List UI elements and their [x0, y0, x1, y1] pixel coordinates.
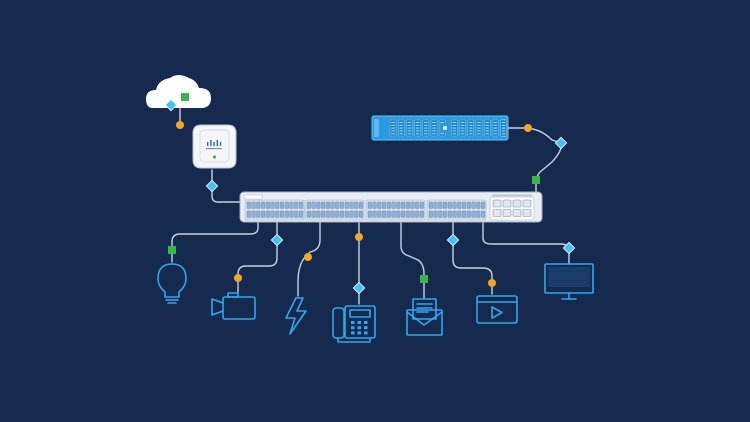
- light-bulb-icon: [157, 263, 187, 304]
- server-icon: [371, 115, 509, 141]
- server-diamond-marker: [554, 136, 568, 150]
- envelope-icon: [406, 298, 443, 336]
- phone-dot-marker: [355, 233, 363, 241]
- switch-to-camera-line: [237, 221, 278, 293]
- monitor-icon: [544, 263, 594, 300]
- phone-diamond-marker: [352, 281, 366, 295]
- port-block-4: [426, 199, 487, 221]
- bulb-square-marker: [168, 246, 176, 254]
- monitor-diamond-marker: [562, 241, 576, 255]
- switch-to-email-line: [400, 221, 425, 299]
- server-dot-marker: [524, 124, 532, 132]
- switch-icon: [239, 191, 543, 223]
- video-camera-icon: [211, 292, 256, 320]
- server-square-marker: [532, 176, 540, 184]
- port-block-2: [304, 199, 365, 221]
- access-point-icon: [192, 124, 237, 169]
- connection-markers: [164, 93, 576, 295]
- uplink-ports: [489, 194, 535, 221]
- devices: [146, 75, 594, 343]
- switch-to-monitor-line: [482, 221, 570, 265]
- desk-phone-icon: [332, 305, 376, 343]
- video-player-icon: [476, 295, 518, 324]
- ap-diamond-marker: [205, 179, 219, 193]
- email-square-marker: [420, 275, 428, 283]
- lightning-bolt-icon: [285, 297, 307, 335]
- switch-to-video-line: [452, 221, 493, 295]
- ap-dot-marker: [176, 121, 184, 129]
- switch-to-bulb-line: [171, 221, 259, 263]
- video-dot-marker: [488, 279, 496, 287]
- power-dot-marker: [304, 253, 312, 261]
- port-block-1: [244, 199, 305, 221]
- cloud-icon: [146, 75, 211, 108]
- port-block-3: [365, 199, 426, 221]
- ap-to-switch-line: [211, 169, 241, 203]
- video-diamond-marker: [446, 233, 460, 247]
- camera-dot-marker: [234, 274, 242, 282]
- camera-diamond-marker: [270, 233, 284, 247]
- cloud-square-marker: [181, 93, 189, 101]
- cloud-diamond-marker: [164, 98, 178, 112]
